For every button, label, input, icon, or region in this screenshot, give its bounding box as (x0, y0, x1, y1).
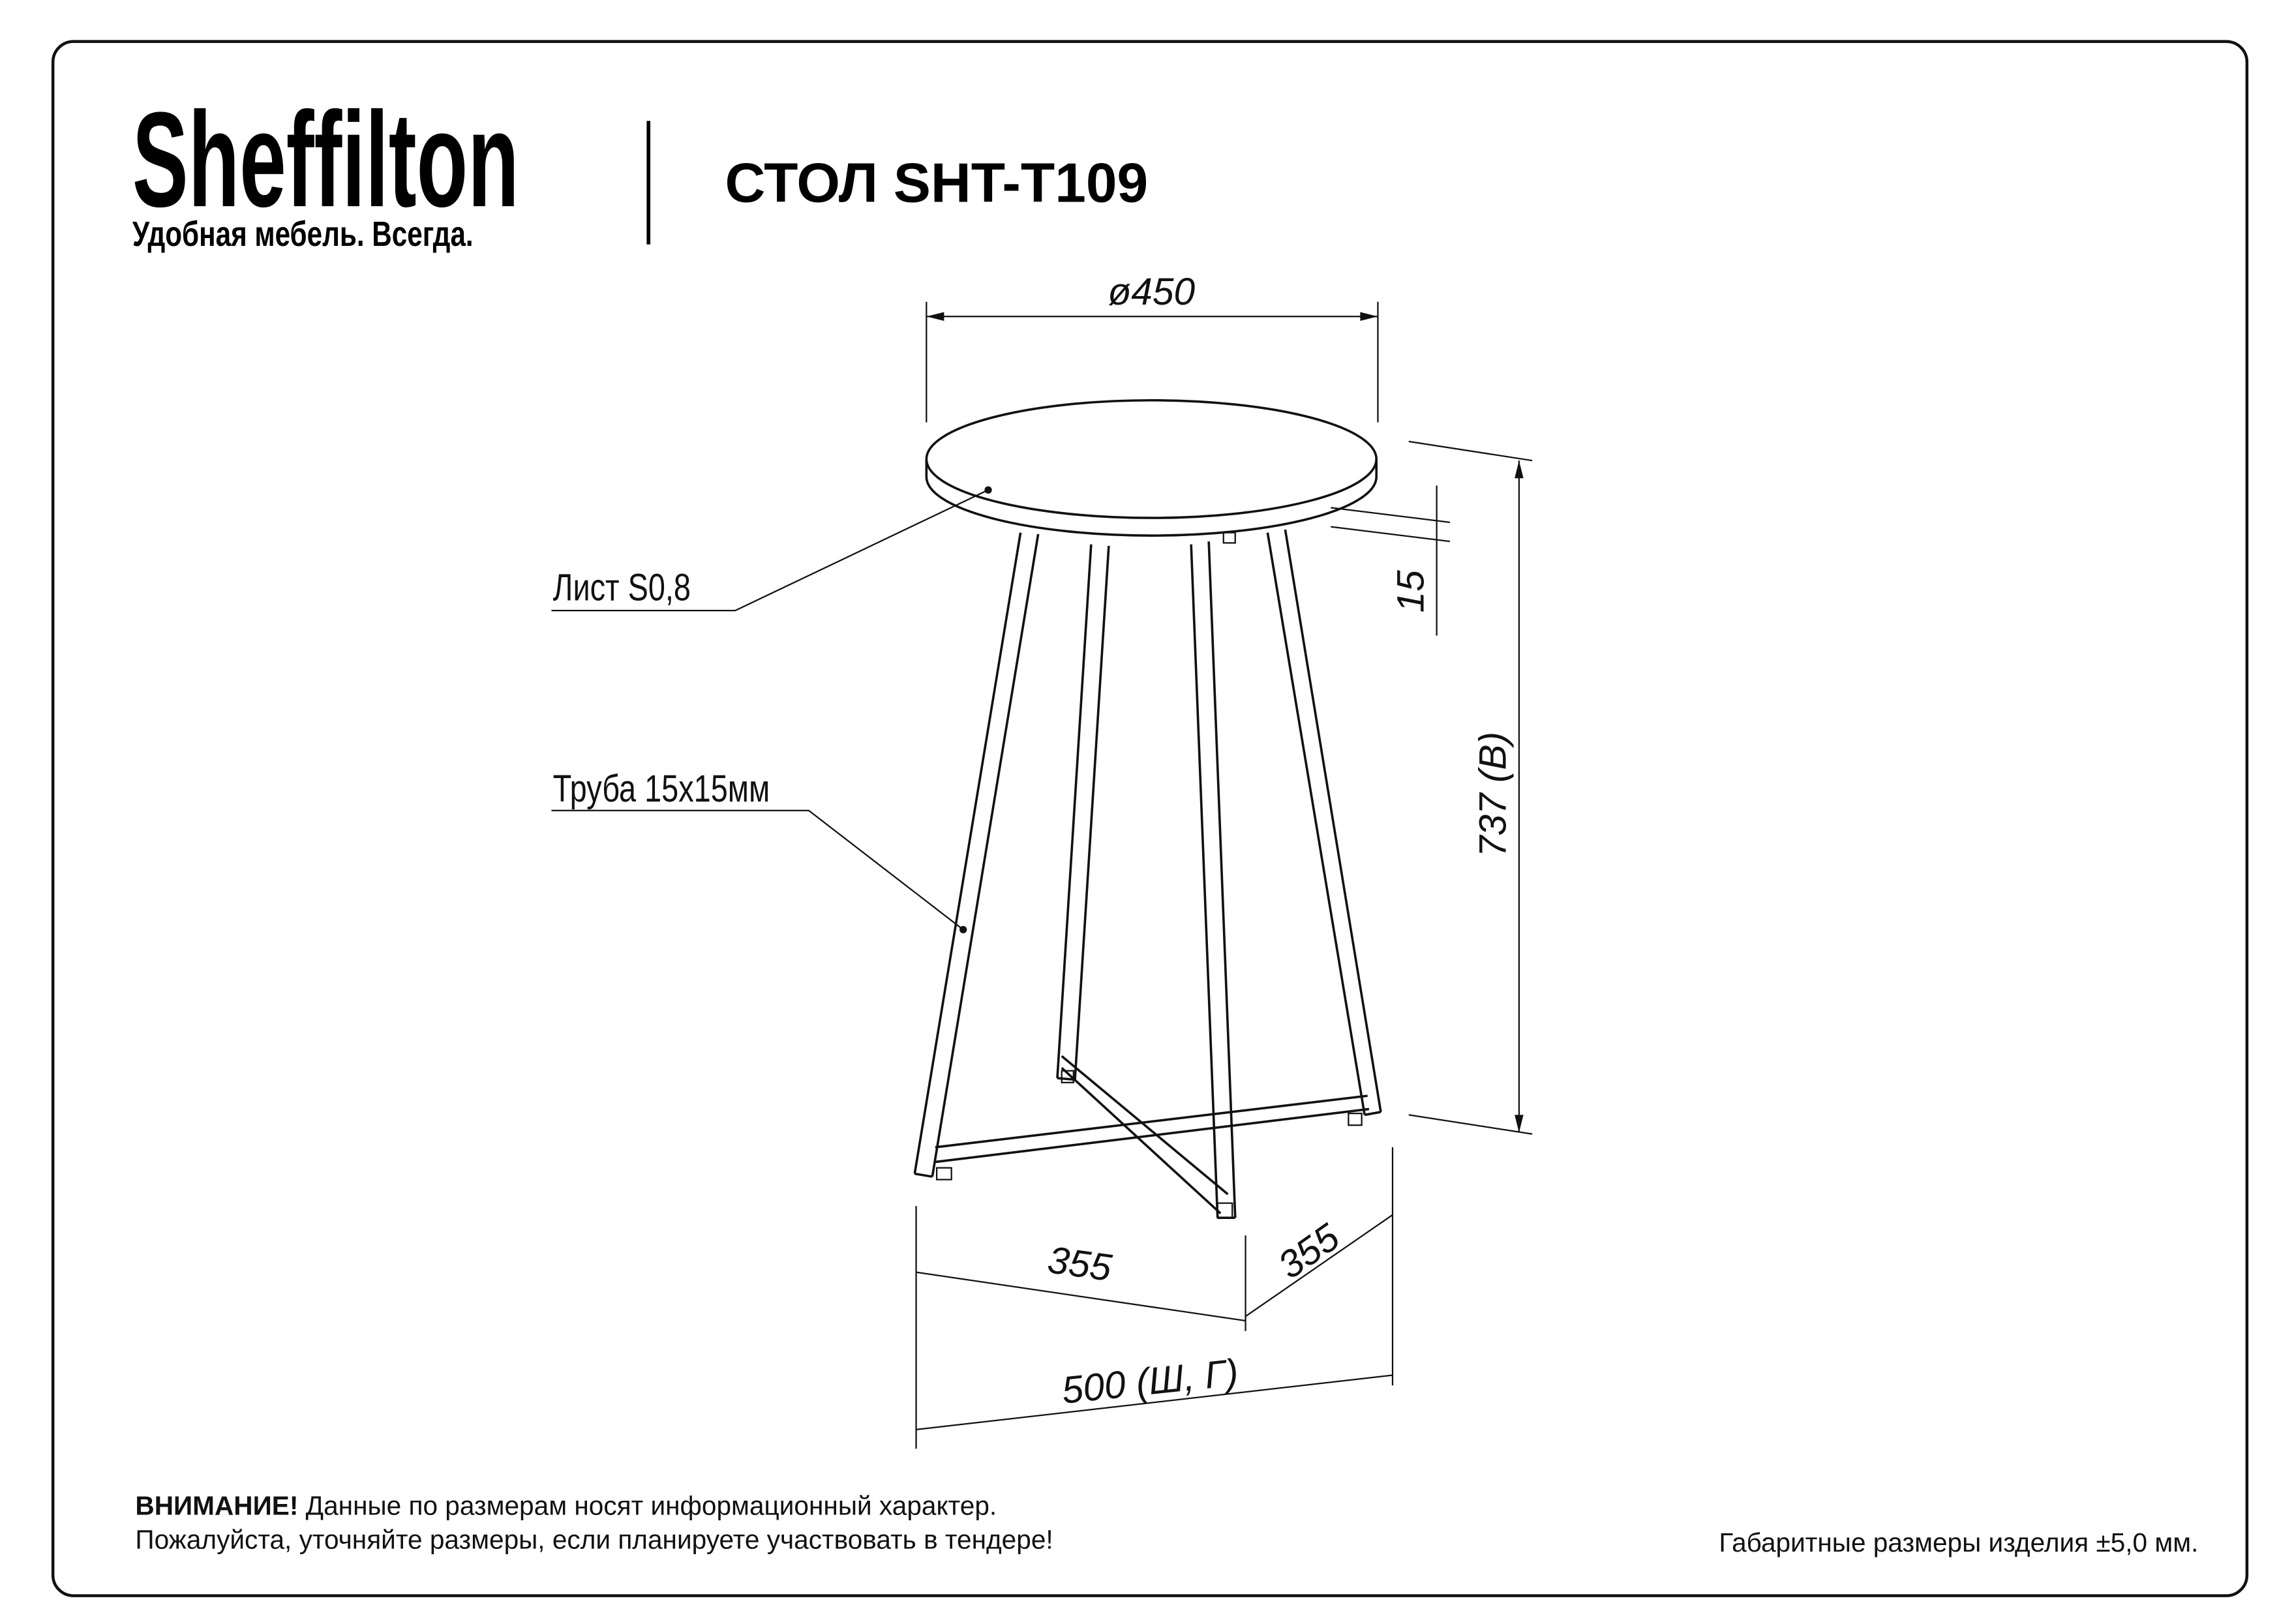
diameter-dimension: ø450 (926, 271, 1379, 423)
callout-leg-label: Труба 15х15мм (553, 768, 770, 810)
tabletop (925, 398, 1378, 537)
callout-leg: Труба 15х15мм (551, 768, 967, 933)
page-frame (51, 40, 2249, 1597)
page-title: СТОЛ SHT-T109 (725, 151, 1148, 214)
base-dimensions: 355 355 500 (Ш, Г) (915, 1147, 1394, 1449)
base-right-label: 355 (1271, 1216, 1348, 1287)
tolerance-note: Габаритные размеры изделия ±5,0 мм. (1719, 1527, 2198, 1557)
brand-name: Sheffilton (132, 84, 519, 235)
callout-tabletop: Лист S0,8 (551, 486, 992, 612)
height-label: 737 (В) (1472, 732, 1515, 857)
thickness-label: 15 (1389, 570, 1432, 613)
legs (913, 529, 1382, 1220)
callout-tabletop-label: Лист S0,8 (553, 566, 691, 609)
thickness-dimension: 15 (1331, 485, 1451, 636)
warning-text: Данные по размерам носят информационный … (298, 1491, 997, 1521)
warning-bold: ВНИМАНИЕ! (135, 1491, 298, 1521)
height-dimension: 737 (В) (1408, 440, 1533, 1135)
warning-line2: Пожалуйста, уточняйте размеры, если план… (135, 1524, 1053, 1554)
brand-tagline: Удобная мебель. Всегда. (132, 215, 474, 254)
brand-logo: Sheffilton Удобная мебель. Всегда. (132, 84, 519, 254)
width-depth-label: 500 (Ш, Г) (1060, 1351, 1241, 1412)
base-left-label: 355 (1045, 1239, 1114, 1289)
warning-note: ВНИМАНИЕ! Данные по размерам носят инфор… (135, 1491, 997, 1521)
diameter-label: ø450 (1108, 271, 1195, 313)
